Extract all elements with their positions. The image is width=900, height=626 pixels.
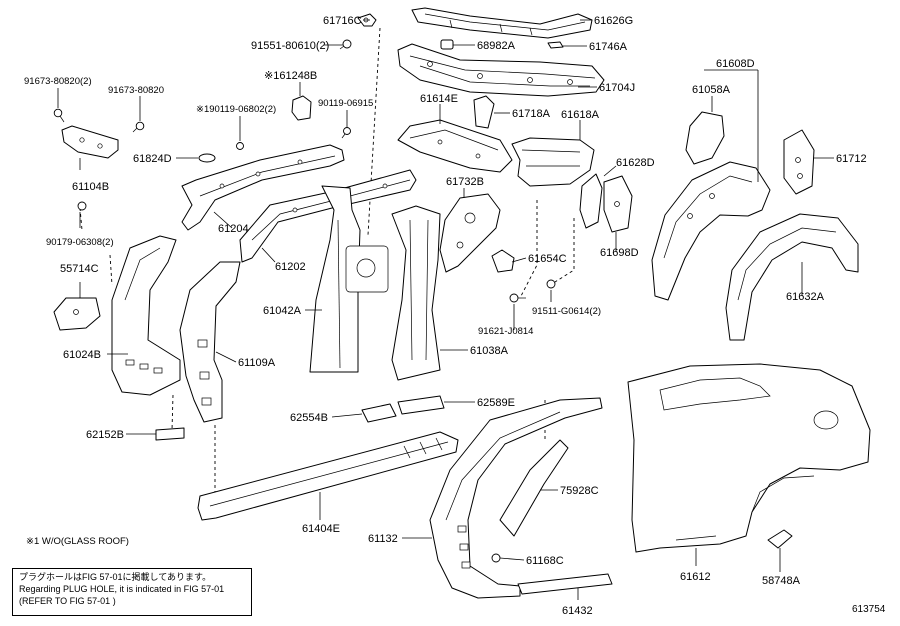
label-61626G: 61626G — [594, 15, 633, 27]
label-61024B: 61024B — [63, 349, 101, 361]
part-61612-quarter-panel[interactable] — [627, 363, 871, 553]
fastener-90119-screw-pair[interactable] — [236, 142, 244, 150]
part-62152B-pad[interactable] — [155, 427, 185, 441]
label-75928C: 75928C — [560, 485, 599, 497]
label-61718A: 61718A — [512, 108, 551, 120]
leader-lines — [57, 19, 834, 600]
label-61608D: 61608D — [716, 58, 755, 70]
label-61732B: 61732B — [446, 176, 484, 188]
label-61132: 61132 — [368, 533, 398, 545]
part-61614E-quarter-inner-upper[interactable] — [397, 119, 513, 173]
part-61704J-roof-side-inner-rail[interactable] — [397, 43, 605, 97]
label-68982A: 68982A — [477, 40, 516, 52]
fastener-90179-nut[interactable] — [77, 201, 87, 211]
label-61248B: ※161248B — [264, 70, 317, 82]
note-line-japanese: プラグホールはFIG 57-01に掲載してあります。 — [19, 572, 212, 582]
fastener-90119-screw[interactable] — [341, 127, 351, 139]
fastener-91551-bolt[interactable] — [339, 39, 352, 50]
label-61632A: 61632A — [786, 291, 825, 303]
fastener-91673-bolt-single[interactable] — [132, 121, 145, 133]
plug-hole-note: プラグホールはFIG 57-01に掲載してあります。 Regarding PLU… — [12, 568, 252, 616]
label-61168C: 61168C — [526, 555, 564, 567]
part-61718A-bracket[interactable] — [473, 95, 495, 129]
label-61432: 61432 — [562, 605, 593, 617]
label-61618A: 61618A — [561, 109, 600, 121]
part-61698D-brace[interactable] — [603, 175, 633, 233]
label-91673-80820-2: 91673-80820(2) — [24, 76, 92, 87]
label-91511-G0614: 91511-G0614(2) — [532, 306, 601, 317]
label-61746A: 61746A — [589, 41, 628, 53]
part-61058A-bracket[interactable] — [685, 111, 725, 165]
label-90119-06915: 90119-06915 — [318, 98, 373, 109]
label-61058A: 61058A — [692, 84, 731, 96]
label-61042A: 61042A — [263, 305, 302, 317]
part-61038A-center-pillar-outer[interactable] — [391, 205, 441, 381]
figure-number: 613754 — [852, 604, 886, 615]
fastener-91621-bolt[interactable] — [509, 293, 526, 303]
part-61824D-pad[interactable] — [198, 153, 216, 163]
part-61104B-bracket[interactable] — [61, 125, 119, 159]
label-61698D: 61698D — [600, 247, 639, 259]
part-62554B-pad[interactable] — [361, 403, 397, 423]
part-75928C-garnish[interactable] — [499, 439, 569, 537]
label-61716C: 61716C — [323, 15, 362, 27]
part-61132-front-pillar-assy[interactable] — [429, 397, 603, 599]
part-61202-roof-side-rail-inner[interactable] — [239, 169, 417, 263]
part-61042A-center-pillar-inner[interactable] — [309, 185, 389, 373]
label-90119-06802: ※190119-06802(2) — [196, 104, 276, 115]
label-62589E: 62589E — [477, 397, 515, 409]
part-55714C-bracket[interactable] — [53, 297, 101, 331]
label-61404E: 61404E — [302, 523, 340, 535]
label-91621-J0814: 91621-J0814 — [478, 326, 533, 337]
part-61024B-front-pillar-outer[interactable] — [111, 235, 181, 396]
label-61202: 61202 — [275, 261, 306, 273]
label-61612: 61612 — [680, 571, 711, 583]
part-58748A-cap[interactable] — [767, 529, 793, 549]
glass-roof-footnote: ※1 W/O(GLASS ROOF) — [26, 536, 129, 547]
label-58748A: 58748A — [762, 575, 801, 587]
part-61608D-wheelhouse-inner[interactable] — [651, 161, 771, 301]
label-61038A: 61038A — [470, 345, 509, 357]
fastener-91673-bolt-pair[interactable] — [53, 108, 65, 123]
part-61618A-reinforcement[interactable] — [511, 137, 595, 187]
label-61654C: 61654C — [528, 253, 567, 265]
label-61712: 61712 — [836, 153, 867, 165]
part-61628D-brace[interactable] — [579, 173, 603, 229]
part-61248B-gusset[interactable] — [291, 95, 312, 121]
part-61626G-roof-rail-upper[interactable] — [411, 7, 593, 39]
label-61614E: 61614E — [420, 93, 458, 105]
part-62589E-pad[interactable] — [397, 395, 445, 415]
part-61432-rocker-outer[interactable] — [517, 573, 613, 595]
note-line-reference: (REFER TO FIG 57-01 ) — [19, 596, 116, 606]
label-61104B: 61104B — [72, 181, 109, 193]
label-62554B: 62554B — [290, 412, 328, 424]
part-61404E-rocker-inner[interactable] — [197, 431, 459, 521]
part-61632A-wheelhouse-outer[interactable] — [725, 213, 859, 341]
part-61109A-front-pillar-inner[interactable] — [179, 261, 241, 423]
part-61654C-bracket[interactable] — [491, 249, 515, 273]
label-91551-80610: 91551-80610(2) — [251, 40, 329, 52]
part-68982A-clip[interactable] — [440, 39, 454, 50]
part-labels: 61716C 91551-80610(2) 61626G 68982A 6174… — [24, 15, 867, 617]
label-61628D: 61628D — [616, 157, 655, 169]
label-61704J: 61704J — [599, 82, 635, 94]
part-61204-roof-side-rail-outer[interactable] — [181, 144, 345, 231]
label-55714C: 55714C — [60, 263, 99, 275]
label-90179-06308: 90179-06308(2) — [46, 237, 114, 248]
part-61746A-seal[interactable] — [547, 41, 564, 49]
label-61109A: 61109A — [238, 357, 276, 369]
label-61824D: 61824D — [133, 153, 172, 165]
part-61732B-wheelhouse-extension[interactable] — [439, 193, 501, 273]
label-62152B: 62152B — [86, 429, 124, 441]
fastener-91511-bolt-pair[interactable] — [546, 279, 556, 289]
label-61204: 61204 — [218, 223, 249, 235]
label-91673-80820: 91673-80820 — [108, 85, 164, 96]
part-61712-bracket[interactable] — [783, 129, 815, 195]
note-line-english: Regarding PLUG HOLE, it is indicated in … — [19, 584, 225, 594]
part-61168C-clip[interactable] — [491, 553, 501, 563]
